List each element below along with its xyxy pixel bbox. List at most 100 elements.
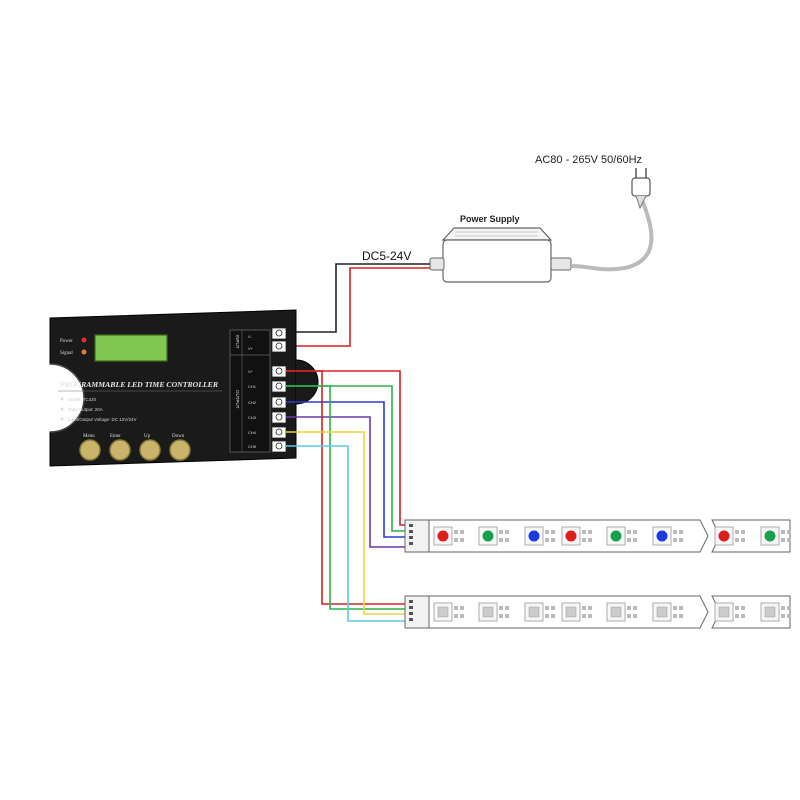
power-indicator-label: Power bbox=[60, 339, 73, 344]
controller-mount-bracket bbox=[49, 363, 85, 433]
controller-title: PROGRAMMABLE LED TIME CONTROLLER bbox=[60, 380, 218, 389]
power-supply: Power Supply bbox=[429, 214, 572, 283]
led-diode-blue bbox=[656, 530, 668, 542]
spec-bullet bbox=[60, 417, 64, 421]
wire-v-plus-strip1 bbox=[286, 370, 406, 526]
resistor-pad bbox=[545, 606, 549, 610]
resistor-pad bbox=[679, 606, 683, 610]
strip1-connector bbox=[404, 519, 430, 553]
led-module bbox=[478, 602, 498, 622]
power-indicator-led bbox=[81, 337, 87, 343]
resistor-pad bbox=[633, 614, 637, 618]
resistor-pad bbox=[460, 614, 464, 618]
resistor-pad bbox=[627, 614, 631, 618]
strip2-leds bbox=[433, 602, 791, 622]
dc-wire-black bbox=[296, 263, 430, 333]
led-diode-green bbox=[610, 530, 622, 542]
power-supply-label: Power Supply bbox=[460, 214, 520, 224]
resistor-pad bbox=[551, 614, 555, 618]
strip2-connector-pins bbox=[409, 600, 413, 621]
power-supply-top bbox=[441, 227, 553, 241]
resistor-pad bbox=[741, 614, 745, 618]
dc-wire-red bbox=[296, 267, 430, 347]
power-supply-output-plug bbox=[429, 257, 445, 271]
led-module bbox=[760, 526, 780, 546]
led-module bbox=[561, 526, 581, 546]
led-diode-red bbox=[718, 530, 730, 542]
enter-button-label: Enter bbox=[110, 434, 121, 439]
resistor-pad bbox=[781, 614, 785, 618]
resistor-pad bbox=[588, 606, 592, 610]
led-diode-off bbox=[764, 606, 776, 618]
spec-line-voltage: Input/Output Voltage: DC 12V/24V bbox=[68, 417, 137, 422]
led-module bbox=[652, 602, 672, 622]
terminal-panel bbox=[229, 329, 271, 453]
strip2-connector bbox=[404, 595, 430, 629]
led-module bbox=[478, 526, 498, 546]
led-diode-off bbox=[718, 606, 730, 618]
resistor-pad bbox=[545, 614, 549, 618]
strip1-leds bbox=[433, 526, 791, 546]
resistor-pad bbox=[627, 538, 631, 542]
led-module bbox=[606, 602, 626, 622]
resistor-pad bbox=[735, 606, 739, 610]
mains-plug bbox=[571, 168, 654, 272]
resistor-pad bbox=[735, 530, 739, 534]
resistor-pad bbox=[505, 530, 509, 534]
resistor-pad bbox=[741, 606, 745, 610]
resistor-pad bbox=[499, 530, 503, 534]
terminal-label-v-minus: V- bbox=[248, 334, 252, 339]
screw-terminal bbox=[271, 327, 287, 340]
screw-terminal bbox=[271, 340, 287, 353]
resistor-pad bbox=[781, 606, 785, 610]
strip2-wiring bbox=[286, 370, 406, 622]
plug-strain-relief bbox=[635, 195, 647, 210]
resistor-pad bbox=[781, 530, 785, 534]
signal-indicator-label: Signal bbox=[60, 351, 73, 356]
power-supply-vents bbox=[455, 231, 538, 237]
resistor-pad bbox=[673, 538, 677, 542]
resistor-pad bbox=[545, 530, 549, 534]
menu-button bbox=[79, 439, 101, 461]
resistor-pad bbox=[582, 606, 586, 610]
led-diode-blue bbox=[528, 530, 540, 542]
wire-ch5-strip2 bbox=[286, 445, 406, 622]
power-supply-body bbox=[442, 239, 552, 283]
terminal-label-ch4: CH4 bbox=[248, 430, 257, 435]
resistor-pad bbox=[460, 606, 464, 610]
spec-line-output: Total Output: 20A bbox=[68, 407, 103, 412]
resistor-pad bbox=[551, 538, 555, 542]
controller-right-lug bbox=[295, 359, 319, 405]
resistor-pad bbox=[499, 606, 503, 610]
resistor-pad bbox=[588, 614, 592, 618]
led-diode-off bbox=[437, 606, 449, 618]
led-module bbox=[524, 526, 544, 546]
resistor-pad bbox=[633, 530, 637, 534]
resistor-pad bbox=[679, 538, 683, 542]
led-module bbox=[714, 526, 734, 546]
wire-ch1-strip2 bbox=[286, 385, 406, 610]
terminal-label-ch5: CH5 bbox=[248, 444, 257, 449]
led-diode-green bbox=[482, 530, 494, 542]
terminal-label-v-plus-in: V+ bbox=[248, 346, 254, 351]
led-module bbox=[524, 602, 544, 622]
enter-button bbox=[109, 439, 131, 461]
resistor-pad bbox=[499, 538, 503, 542]
led-module bbox=[433, 602, 453, 622]
input-block-label: INPUT bbox=[235, 335, 240, 349]
resistor-pad bbox=[588, 530, 592, 534]
terminal-label-ch2: CH2 bbox=[248, 400, 257, 405]
led-diode-off bbox=[656, 606, 668, 618]
resistor-pad bbox=[505, 614, 509, 618]
terminal-label-ch1: CH1 bbox=[248, 384, 257, 389]
resistor-pad bbox=[499, 614, 503, 618]
resistor-pad bbox=[582, 530, 586, 534]
led-module bbox=[561, 602, 581, 622]
terminal-label-v-plus-out: V+ bbox=[248, 369, 254, 374]
resistor-pad bbox=[673, 614, 677, 618]
dc-voltage-label: DC5-24V bbox=[362, 249, 411, 263]
resistor-pad bbox=[781, 538, 785, 542]
signal-indicator-led bbox=[81, 349, 87, 355]
led-module bbox=[433, 526, 453, 546]
resistor-pad bbox=[454, 530, 458, 534]
